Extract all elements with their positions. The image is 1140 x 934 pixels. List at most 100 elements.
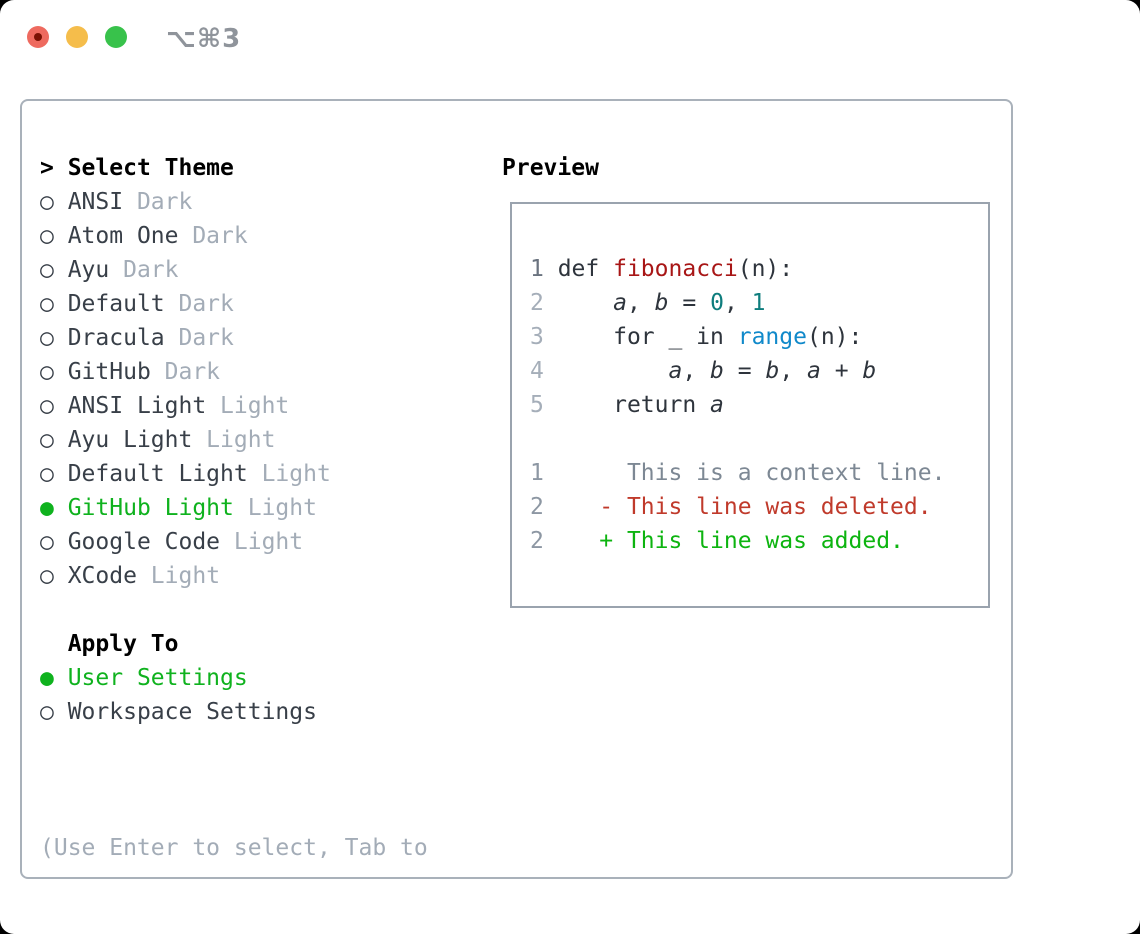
code-segment-code: [544, 290, 613, 316]
code-segment-deleted: - This line was deleted.: [599, 494, 932, 520]
theme-name-label: Dracula: [67, 325, 165, 351]
apply-to-title: Apply To: [40, 627, 317, 661]
theme-option-ansi[interactable]: ○ ANSI Dark: [40, 185, 331, 219]
radio-unselected-icon: ○: [40, 461, 68, 487]
theme-option-xcode[interactable]: ○ XCode Light: [40, 559, 331, 593]
radio-unselected-icon: ○: [40, 563, 68, 589]
code-segment-var: b: [710, 358, 724, 384]
theme-variant-label: Dark: [123, 189, 193, 215]
code-segment-num: 0: [710, 290, 724, 316]
apply-option-user-settings[interactable]: ● User Settings: [40, 661, 317, 695]
theme-variant-label: Dark: [178, 223, 248, 249]
theme-variant-label: Light: [233, 495, 317, 521]
code-segment-code: (n):: [806, 324, 863, 350]
theme-list-title-label: Select Theme: [67, 155, 234, 181]
apply-to-title-label: Apply To: [40, 631, 179, 657]
theme-option-default[interactable]: ○ Default Dark: [40, 287, 331, 321]
theme-name-label: Google Code: [67, 529, 221, 555]
preview-line-6: [530, 422, 945, 456]
radio-selected-icon: ●: [40, 665, 68, 691]
theme-option-google-code[interactable]: ○ Google Code Light: [40, 525, 331, 559]
code-segment-var: a: [613, 290, 627, 316]
window-titlebar: ⌥⌘3: [0, 0, 1140, 74]
close-button[interactable]: [27, 26, 49, 48]
radio-unselected-icon: ○: [40, 427, 68, 453]
code-segment-var: a: [668, 358, 683, 384]
preview-box: 1 def fibonacci(n): 2 a, b = 0, 1 3 for _ …: [510, 202, 990, 608]
code-segment-code: return: [543, 392, 711, 418]
theme-name-label: Ayu: [67, 257, 110, 283]
code-segment-code: ,: [682, 358, 711, 384]
help-text: (Use Enter to select, Tab to change focu…: [40, 763, 428, 934]
apply-option-workspace-settings[interactable]: ○ Workspace Settings: [40, 695, 317, 729]
theme-variant-label: Dark: [150, 359, 221, 385]
code-segment-context: [544, 494, 599, 520]
line-number: 2: [530, 494, 544, 520]
theme-option-ansi-light[interactable]: ○ ANSI Light Light: [40, 389, 331, 423]
radio-unselected-icon: ○: [40, 257, 68, 283]
code-segment-code: =: [668, 290, 711, 316]
theme-option-ayu[interactable]: ○ Ayu Dark: [40, 253, 331, 287]
code-segment-var: a: [807, 358, 821, 384]
theme-variant-label: Dark: [109, 257, 179, 283]
line-number: 5: [530, 392, 544, 418]
apply-to-section: Apply To● User Settings○ Workspace Setti…: [40, 627, 317, 729]
code-segment-code: (n):: [737, 256, 794, 282]
theme-variant-label: Light: [247, 461, 331, 487]
code-segment-var: a: [710, 392, 724, 418]
preview-line-8: 2 - This line was deleted.: [530, 490, 945, 524]
radio-unselected-icon: ○: [40, 359, 68, 385]
theme-option-ayu-light[interactable]: ○ Ayu Light Light: [40, 423, 331, 457]
window-shortcut-label: ⌥⌘3: [166, 24, 242, 54]
code-segment-builtin: range: [737, 324, 807, 350]
theme-option-default-light[interactable]: ○ Default Light Light: [40, 457, 331, 491]
preview-title: Preview: [502, 155, 599, 181]
preview-line-7: 1 This is a context line.: [530, 456, 945, 490]
apply-option-label: User Settings: [67, 665, 248, 691]
minimize-button[interactable]: [66, 26, 88, 48]
code-segment-code: =: [723, 358, 766, 384]
preview-line-9: 2 + This line was added.: [530, 524, 945, 558]
zoom-button[interactable]: [105, 26, 127, 48]
theme-name-label: GitHub: [67, 359, 151, 385]
theme-name-label: ANSI Light: [67, 393, 207, 419]
code-segment-code: ,: [723, 290, 752, 316]
theme-list: > Select Theme ○ ANSI Dark○ Atom One Dark…: [40, 151, 331, 593]
line-number: 1: [530, 256, 544, 282]
theme-variant-label: Light: [192, 427, 276, 453]
radio-unselected-icon: ○: [40, 393, 68, 419]
close-dot-icon: [34, 33, 42, 41]
theme-name-label: XCode: [67, 563, 137, 589]
radio-unselected-icon: ○: [40, 223, 68, 249]
apply-option-label: Workspace Settings: [67, 699, 317, 725]
theme-variant-label: Light: [136, 563, 221, 589]
preview-line-1: 1 def fibonacci(n):: [530, 252, 945, 286]
radio-selected-icon: ●: [40, 495, 68, 521]
line-number: 3: [530, 324, 544, 350]
theme-option-dracula[interactable]: ○ Dracula Dark: [40, 321, 331, 355]
code-segment-code: for _ in: [543, 324, 738, 350]
line-number: 2: [530, 528, 544, 554]
line-number: 4: [530, 358, 544, 384]
line-number: 2: [530, 290, 544, 316]
theme-option-github[interactable]: ○ GitHub Dark: [40, 355, 331, 389]
code-segment-code: ,: [626, 290, 655, 316]
cursor-prefix-icon: >: [40, 155, 68, 181]
help-text-line-1: (Use Enter to select, Tab to: [40, 835, 428, 861]
theme-name-label: Ayu Light: [67, 427, 193, 453]
theme-picker-panel: > Select Theme ○ ANSI Dark○ Atom One Dark…: [20, 99, 1013, 879]
code-segment-context: [544, 528, 599, 554]
radio-unselected-icon: ○: [40, 529, 68, 555]
theme-variant-label: Light: [220, 529, 304, 555]
code-segment-var: b: [765, 358, 780, 384]
code-segment-code: +: [820, 358, 863, 384]
theme-variant-label: Dark: [164, 325, 234, 351]
preview-code: 1 def fibonacci(n): 2 a, b = 0, 1 3 for _ …: [530, 252, 945, 558]
theme-option-github-light[interactable]: ● GitHub Light Light: [40, 491, 331, 525]
theme-name-label: Default Light: [67, 461, 248, 487]
radio-unselected-icon: ○: [40, 699, 68, 725]
theme-option-atom-one[interactable]: ○ Atom One Dark: [40, 219, 331, 253]
preview-line-4: 4 a, b = b, a + b: [530, 354, 945, 388]
line-number: 1: [530, 460, 544, 486]
